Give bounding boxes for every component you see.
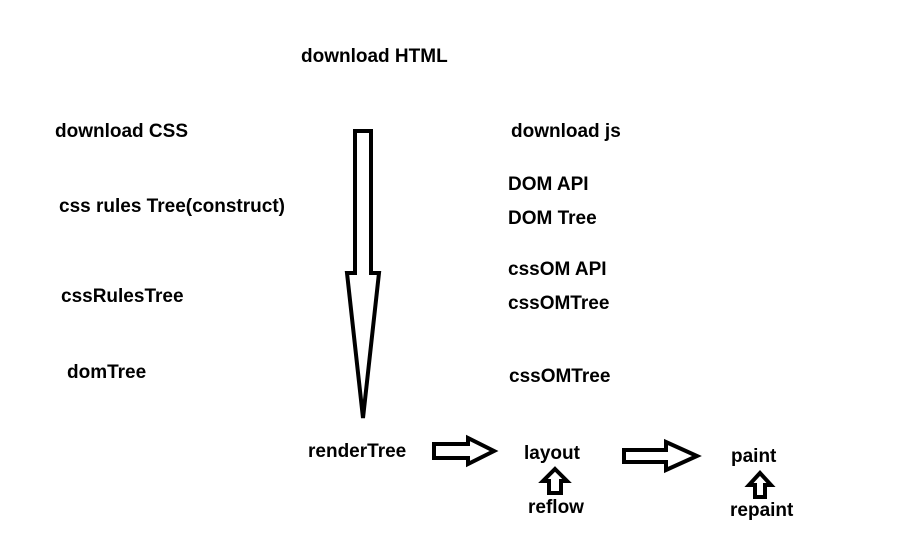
right-arrow-layout-to-paint — [622, 438, 702, 474]
cssom-tree-label-1: cssOMTree — [508, 293, 610, 314]
css-rules-tree-label: cssRulesTree — [61, 286, 184, 307]
download-html-label: download HTML — [301, 46, 448, 67]
dom-api-label: DOM API — [508, 174, 589, 195]
up-arrow-repaint — [744, 470, 776, 499]
layout-label: layout — [524, 443, 580, 464]
download-css-label: download CSS — [55, 121, 188, 142]
reflow-label: reflow — [528, 497, 584, 518]
dom-tree-left-label: domTree — [67, 362, 147, 383]
cssom-tree-label-2: cssOMTree — [509, 366, 611, 387]
dom-tree-label: DOM Tree — [508, 208, 597, 229]
up-arrow-reflow — [538, 466, 572, 495]
paint-label: paint — [731, 446, 777, 467]
download-js-label: download js — [511, 121, 621, 142]
right-arrow-render-to-layout — [432, 434, 499, 468]
render-tree-label: renderTree — [308, 441, 407, 462]
css-rules-tree-construct-label: css rules Tree(construct) — [59, 196, 285, 217]
down-arrow-main — [344, 129, 382, 419]
cssom-api-label: cssOM API — [508, 259, 607, 280]
repaint-label: repaint — [730, 500, 794, 521]
